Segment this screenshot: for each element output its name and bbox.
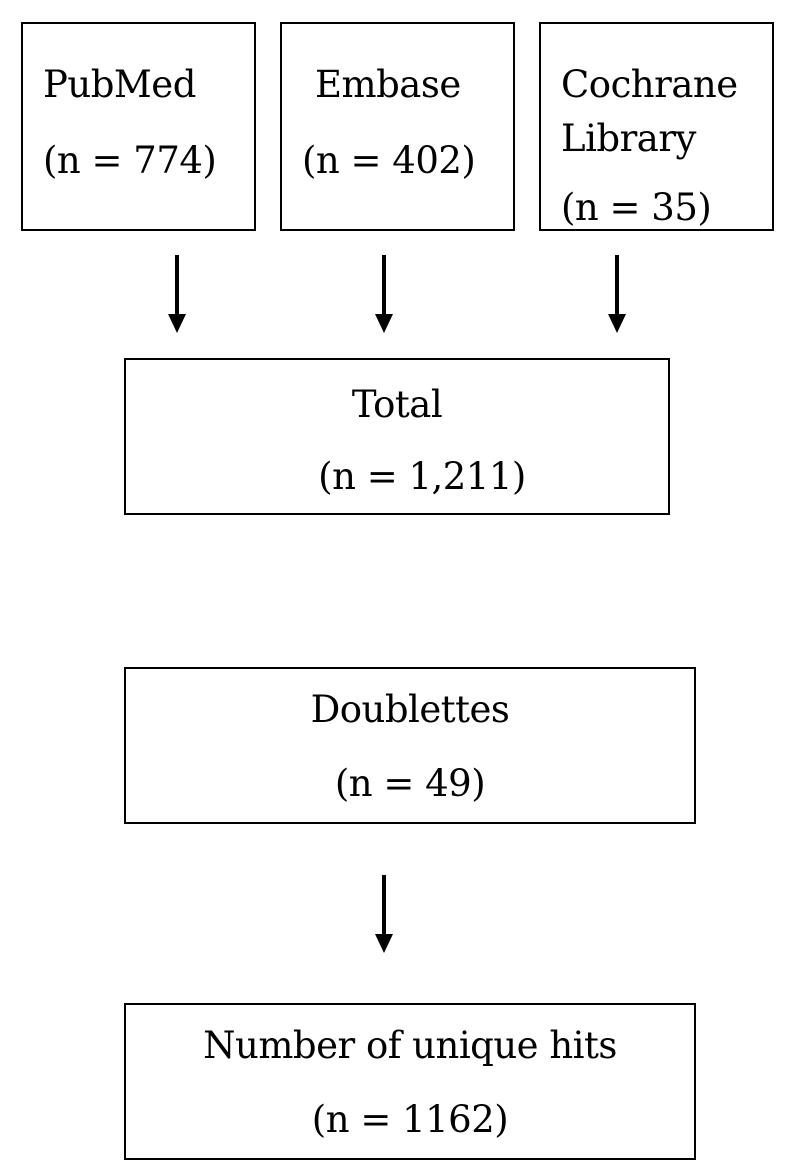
pubmed-box: PubMed (n = 774) (21, 22, 256, 231)
cochrane-label-line2: Library (561, 117, 696, 160)
unique-hits-label: Number of unique hits (203, 1024, 617, 1067)
total-label: Total (351, 383, 443, 426)
pubmed-label: PubMed (43, 63, 196, 106)
total-count: (n = 1,211) (318, 455, 526, 498)
arrow-cochrane-to-total (608, 255, 626, 333)
embase-label: Embase (315, 63, 461, 106)
unique-hits-count: (n = 1162) (311, 1098, 509, 1141)
cochrane-box: Cochrane Library (n = 35) (539, 22, 774, 231)
cochrane-label-line1: Cochrane (561, 63, 738, 106)
embase-box: Embase (n = 402) (280, 22, 515, 231)
arrow-pubmed-to-total (168, 255, 186, 333)
doublettes-count: (n = 49) (334, 762, 486, 805)
pubmed-count: (n = 774) (43, 139, 217, 182)
doublettes-label: Doublettes (310, 688, 510, 731)
embase-count: (n = 402) (302, 139, 476, 182)
arrow-embase-to-total (375, 255, 393, 333)
total-box: Total (n = 1,211) (124, 358, 670, 515)
cochrane-count: (n = 35) (561, 186, 712, 229)
arrow-doublettes-to-unique (375, 875, 393, 953)
doublettes-box: Doublettes (n = 49) (124, 667, 696, 824)
unique-hits-box: Number of unique hits (n = 1162) (124, 1003, 696, 1160)
